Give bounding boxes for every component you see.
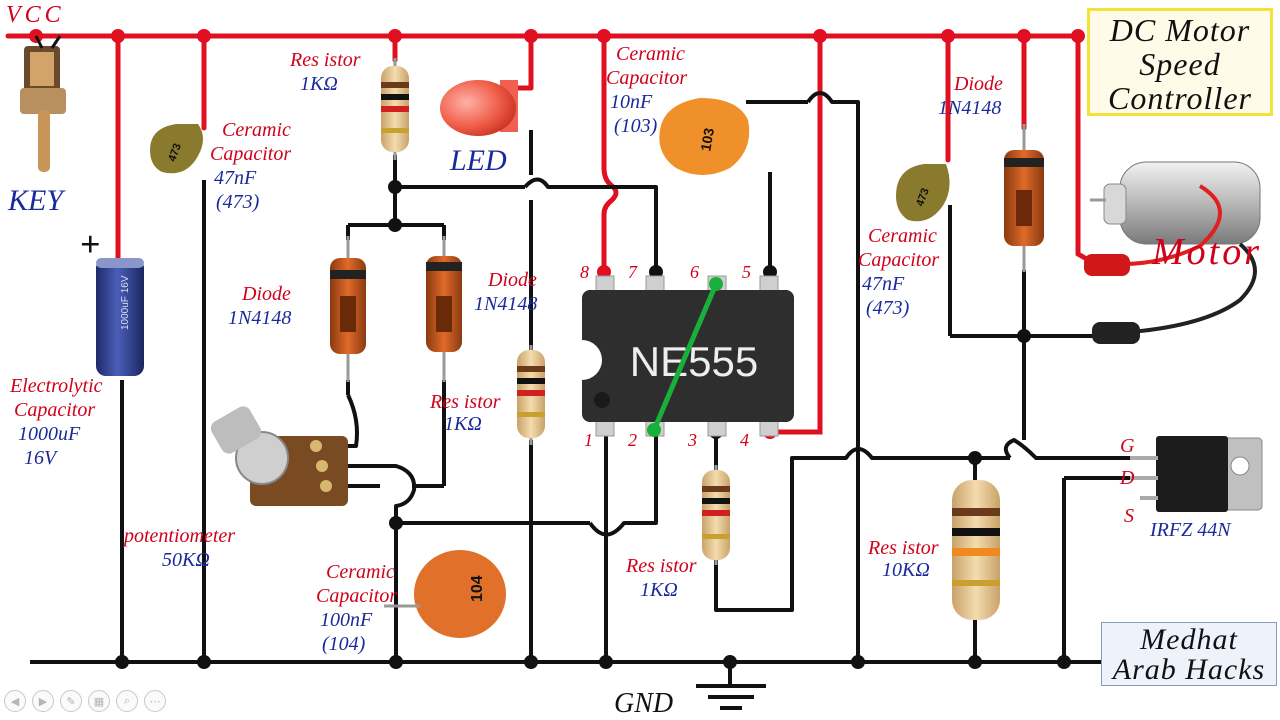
potentiometer	[210, 406, 348, 506]
svg-text:Diode: Diode	[487, 269, 537, 291]
vcc-label: VCC	[6, 2, 65, 28]
dc-motor	[1084, 161, 1261, 344]
ceramic-capacitor-473-left: 473	[150, 124, 203, 174]
author-box: Medhat Arab Hacks	[1101, 622, 1277, 686]
pen-icon[interactable]: ✎	[60, 690, 82, 712]
author-line-2: Arab Hacks	[1112, 653, 1266, 686]
svg-text:1N4148: 1N4148	[938, 97, 1001, 119]
ground-symbol	[696, 684, 766, 710]
ceramic-capacitor-103: 103	[659, 98, 750, 175]
diode-1n4148-right	[426, 236, 462, 382]
svg-text:47nF: 47nF	[214, 167, 257, 189]
mosfet-irfz44n	[1130, 436, 1263, 512]
pin-6: 6	[690, 262, 699, 282]
prev-icon[interactable]: ◀	[4, 690, 26, 712]
svg-text:(473): (473)	[216, 191, 260, 213]
svg-text:473: 473	[166, 142, 184, 163]
svg-text:Diode: Diode	[241, 283, 291, 305]
slides-icon[interactable]: ▦	[88, 690, 110, 712]
title-line-2: Speed	[1139, 46, 1221, 82]
svg-text:Capacitor: Capacitor	[606, 67, 687, 89]
svg-text:1000uF 16V: 1000uF 16V	[120, 275, 131, 330]
pin-3: 3	[687, 430, 697, 450]
resistor-1k-pin3	[702, 465, 730, 565]
author-line-1: Medhat	[1140, 623, 1238, 656]
svg-text:Capacitor: Capacitor	[858, 249, 939, 271]
diode-1n4148-left	[330, 236, 366, 382]
gnd-label: GND	[614, 688, 673, 719]
pin-8: 8	[580, 262, 589, 282]
svg-text:1KΩ: 1KΩ	[640, 579, 678, 601]
svg-text:1000uF: 1000uF	[18, 423, 81, 445]
svg-text:Electrolytic: Electrolytic	[9, 375, 103, 397]
plus-label: +	[80, 224, 101, 264]
svg-text:D: D	[1119, 467, 1135, 489]
title-box: DC Motor Speed Controller	[1087, 8, 1273, 116]
svg-text:(104): (104)	[322, 633, 366, 655]
led-label: LED	[449, 144, 507, 177]
led	[440, 80, 518, 136]
more-icon[interactable]: ⋯	[144, 690, 166, 712]
svg-text:Res istor: Res istor	[289, 49, 361, 71]
ceramic-capacitor-473-right: 473	[896, 164, 950, 222]
svg-text:potentiometer: potentiometer	[122, 525, 235, 547]
svg-text:473: 473	[914, 187, 932, 208]
resistor-1k-mid	[517, 345, 545, 445]
svg-text:Capacitor: Capacitor	[316, 585, 397, 607]
svg-text:Capacitor: Capacitor	[14, 399, 95, 421]
pin-2: 2	[628, 430, 637, 450]
svg-text:G: G	[1120, 435, 1135, 457]
pin-4: 4	[740, 430, 749, 450]
chip-name: NE555	[630, 338, 758, 385]
svg-text:Ceramic: Ceramic	[222, 119, 291, 141]
svg-text:103: 103	[697, 126, 717, 152]
svg-text:Res istor: Res istor	[429, 391, 501, 413]
svg-text:Res istor: Res istor	[867, 537, 939, 559]
motor-label: Motor	[1151, 231, 1262, 273]
svg-text:Capacitor: Capacitor	[210, 143, 291, 165]
svg-text:1N4148: 1N4148	[474, 293, 537, 315]
svg-text:Diode: Diode	[953, 73, 1003, 95]
svg-text:Ceramic: Ceramic	[616, 43, 685, 65]
slideshow-toolbar: ◀ ▶ ✎ ▦ ⌕ ⋯	[4, 690, 166, 716]
pin-1: 1	[584, 430, 593, 450]
key-label: KEY	[7, 184, 66, 217]
svg-text:1KΩ: 1KΩ	[444, 413, 482, 435]
svg-text:Res istor: Res istor	[625, 555, 697, 577]
svg-text:104: 104	[469, 575, 486, 602]
svg-text:10nF: 10nF	[610, 91, 653, 113]
labels: VCC GND KEY + LED Motor Res istor 1KΩ Re…	[6, 2, 1262, 719]
svg-text:(473): (473)	[866, 297, 910, 319]
svg-text:S: S	[1124, 505, 1134, 527]
diode-1n4148-motor	[1004, 124, 1044, 272]
svg-text:IRFZ 44N: IRFZ 44N	[1149, 519, 1232, 541]
svg-text:10KΩ: 10KΩ	[882, 559, 930, 581]
svg-text:50KΩ: 50KΩ	[162, 549, 210, 571]
svg-text:(103): (103)	[614, 115, 658, 137]
svg-text:Ceramic: Ceramic	[868, 225, 937, 247]
key-switch	[20, 35, 66, 172]
svg-text:16V: 16V	[24, 447, 59, 469]
next-icon[interactable]: ▶	[32, 690, 54, 712]
svg-text:1KΩ: 1KΩ	[300, 73, 338, 95]
pin-7: 7	[628, 262, 638, 282]
svg-text:100nF: 100nF	[320, 609, 373, 631]
electrolytic-capacitor: 1000uF 16V	[96, 258, 144, 376]
pin6-pin2-link	[651, 283, 719, 431]
svg-text:47nF: 47nF	[862, 273, 905, 295]
title-line-3: Controller	[1108, 80, 1252, 116]
resistor-1k-top	[381, 58, 409, 160]
zoom-icon[interactable]: ⌕	[116, 690, 138, 712]
svg-text:1N4148: 1N4148	[228, 307, 291, 329]
svg-text:Ceramic: Ceramic	[326, 561, 395, 583]
title-line-1: DC Motor	[1109, 12, 1251, 48]
ceramic-capacitor-104: 104	[384, 550, 506, 638]
resistor-10k	[952, 480, 1000, 620]
pin-5: 5	[742, 262, 751, 282]
